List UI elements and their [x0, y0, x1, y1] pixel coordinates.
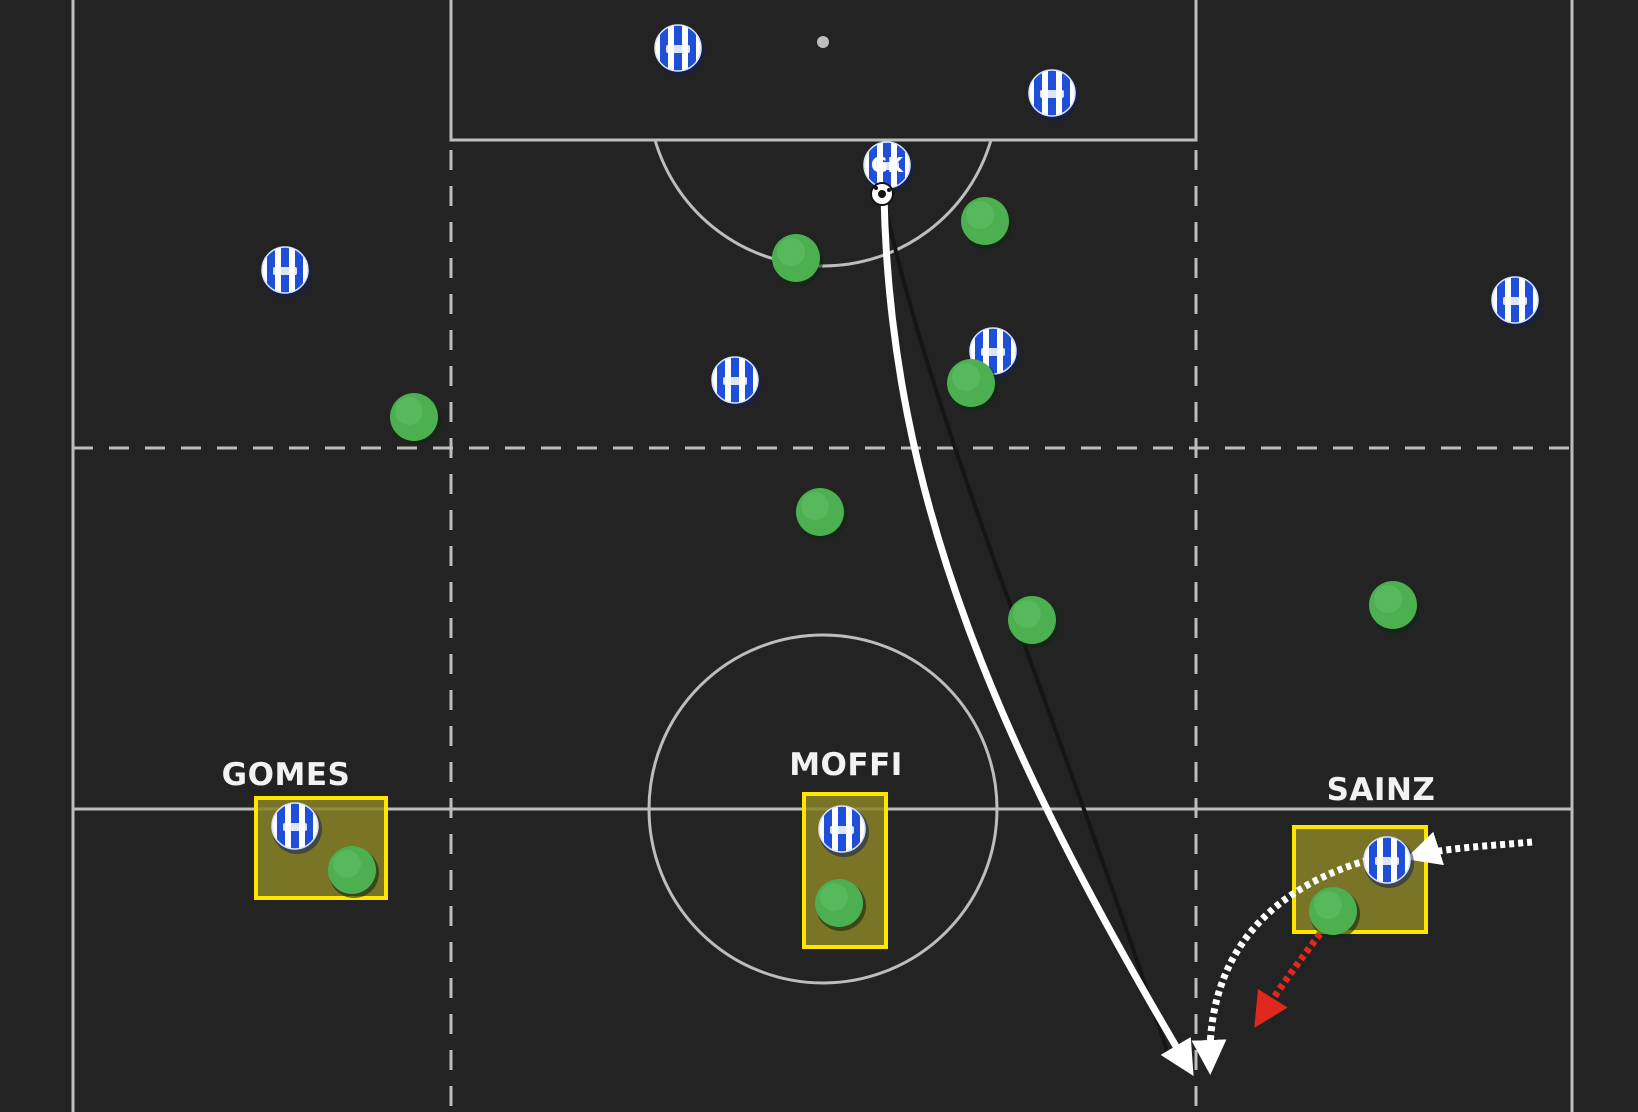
penalty-spot	[817, 36, 829, 48]
label-moffi: MOFFI	[789, 747, 903, 783]
movement-arrows	[880, 194, 1533, 1077]
goalkeeper-label: GK	[871, 153, 904, 177]
ball-icon	[870, 182, 894, 206]
long-pass-shadow-arrow	[882, 199, 1172, 1061]
long-pass-arrow	[880, 194, 1194, 1077]
penalty-arc	[653, 139, 993, 268]
penalty-area	[449, 0, 1198, 142]
player-labels: GOMES MOFFI SAINZ	[222, 747, 1436, 808]
zone-dividers	[73, 150, 1572, 1112]
label-sainz: SAINZ	[1327, 772, 1436, 808]
sainz-incoming-arrow	[1405, 831, 1533, 866]
sainz-run-arrow	[1191, 856, 1369, 1075]
press-arrow	[1254, 931, 1323, 1028]
label-gomes: GOMES	[222, 757, 351, 793]
center-circle	[647, 633, 999, 985]
goalkeeper-marker: GK	[863, 141, 914, 206]
